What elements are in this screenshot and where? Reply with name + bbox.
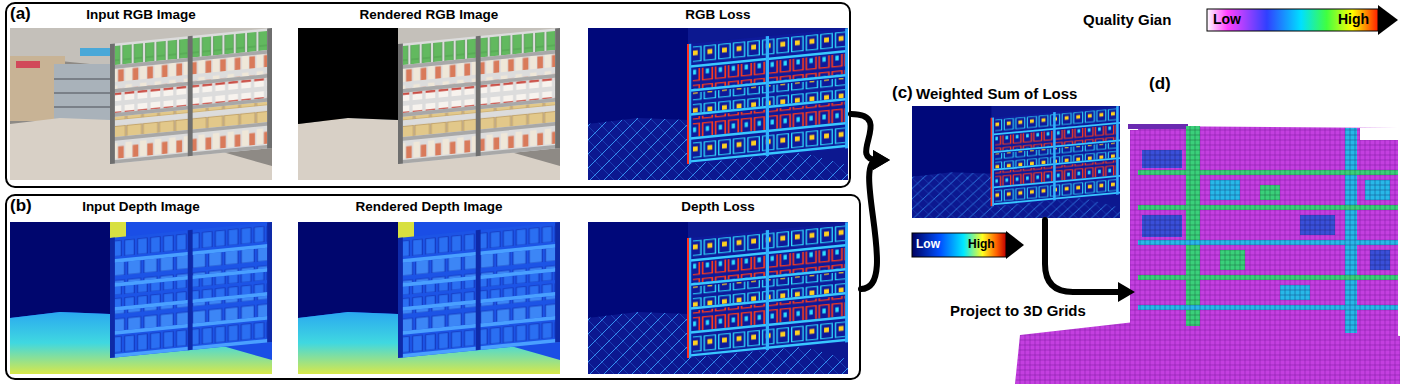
colorbar-high: High bbox=[968, 237, 995, 251]
rendered-depth bbox=[298, 222, 560, 374]
panel-label: (b) bbox=[10, 196, 32, 216]
flow-arrow bbox=[1045, 220, 1123, 292]
panel-label: (a) bbox=[10, 4, 31, 24]
image-panel: Rendered Depth Image bbox=[298, 198, 560, 374]
colorbar-high: High bbox=[1338, 11, 1369, 27]
colorbar bbox=[912, 233, 1006, 257]
depth-photo bbox=[10, 222, 272, 374]
image-panel: Input Depth Image bbox=[10, 198, 272, 374]
rgb-photo bbox=[10, 28, 272, 180]
panel-title: Weighted Sum of Loss bbox=[916, 85, 1077, 102]
depth-loss-map bbox=[588, 222, 850, 374]
colorbar-arrow bbox=[1378, 5, 1398, 35]
voxel-grid-panel: (d) bbox=[1135, 72, 1400, 384]
arrow-head bbox=[1118, 282, 1135, 302]
image-panel: Depth Loss bbox=[588, 198, 848, 374]
voxel-grid bbox=[1015, 124, 1400, 384]
image-panel: Rendered RGB Image bbox=[298, 6, 560, 182]
loss-map-panel: (c)Weighted Sum of Loss bbox=[890, 82, 1122, 220]
image-title: Input RGB Image bbox=[10, 7, 272, 22]
image-title: Depth Loss bbox=[588, 199, 848, 214]
panel-label: (c) bbox=[892, 83, 913, 103]
arrow-head bbox=[873, 150, 890, 170]
weighted-loss-map bbox=[912, 106, 1120, 218]
colorbar-title: Quality Gian bbox=[1083, 11, 1171, 28]
panel-box: (b)Input Depth Image Rendered Depth Image… bbox=[5, 194, 861, 380]
rendered-rgb bbox=[298, 28, 560, 180]
colorbar bbox=[1207, 9, 1378, 31]
arrow-head bbox=[873, 150, 890, 170]
image-title: RGB Loss bbox=[588, 7, 848, 22]
colorbar-low: Low bbox=[1213, 11, 1241, 27]
edge-label: Project to 3D Grids bbox=[948, 302, 1088, 319]
image-panel: RGB Loss bbox=[588, 6, 848, 182]
colorbar-arrow bbox=[1006, 231, 1024, 259]
flow-arrow bbox=[861, 160, 878, 289]
rgb-loss-map bbox=[588, 28, 850, 180]
image-panel: Input RGB Image bbox=[10, 6, 272, 182]
panel-box: (a)Input RGB Image Rendered RGB Image RGB … bbox=[5, 2, 851, 188]
panel-label: (d) bbox=[1149, 74, 1171, 94]
image-title: Input Depth Image bbox=[10, 199, 272, 214]
image-title: Rendered Depth Image bbox=[298, 199, 560, 214]
image-title: Rendered RGB Image bbox=[298, 7, 560, 22]
colorbar-low: Low bbox=[916, 237, 940, 251]
